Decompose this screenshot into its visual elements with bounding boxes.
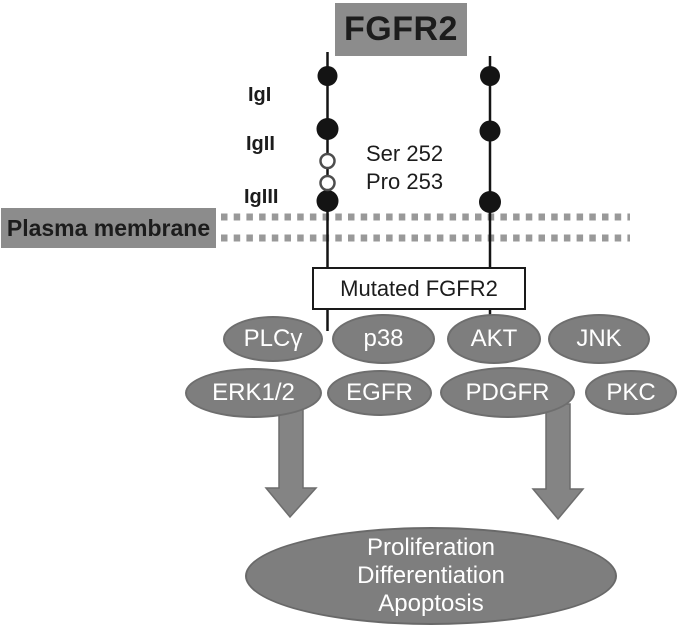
ser252-label: Ser 252 xyxy=(366,141,444,166)
igiii-label: IgIII xyxy=(244,186,279,208)
down-arrow-left xyxy=(264,403,318,519)
igii-domain-circle-left xyxy=(316,118,339,140)
igii-label: IgII xyxy=(246,133,275,155)
igi-label: IgI xyxy=(248,84,272,106)
igi-domain-circle-left xyxy=(317,66,338,86)
fgfr2-title: FGFR2 xyxy=(335,3,467,56)
outcome-proliferation: Proliferation xyxy=(366,534,496,561)
mutation-residues-label: Ser 252 Pro 253 xyxy=(366,140,443,196)
node-p38: p38 xyxy=(332,314,435,364)
pro253-label: Pro 253 xyxy=(366,169,444,194)
mutated-fgfr2-box: Mutated FGFR2 xyxy=(312,267,526,310)
node-erk12: ERK1/2 xyxy=(185,368,322,418)
ser252-mutation-circle xyxy=(319,152,336,170)
node-pkc: PKC xyxy=(585,370,677,415)
igiii-domain-circle-right xyxy=(479,191,501,213)
outcome-apoptosis: Apoptosis xyxy=(378,590,484,617)
outcome-differentiation: Differentiation xyxy=(357,562,505,589)
outcomes-ellipse: Proliferation Differentiation Apoptosis xyxy=(245,527,617,625)
igiii-domain-circle-left xyxy=(316,190,339,212)
igii-domain-circle-right xyxy=(479,120,501,142)
pro253-mutation-circle xyxy=(319,174,336,192)
node-akt: AKT xyxy=(447,314,541,364)
igi-domain-circle-right xyxy=(480,66,500,86)
node-pdgfr: PDGFR xyxy=(440,367,575,418)
plasma-membrane-label: Plasma membrane xyxy=(1,208,216,248)
node-jnk: JNK xyxy=(548,314,650,364)
node-egfr: EGFR xyxy=(327,370,432,416)
node-plcg: PLCγ xyxy=(223,316,323,362)
down-arrow-right xyxy=(531,403,585,521)
